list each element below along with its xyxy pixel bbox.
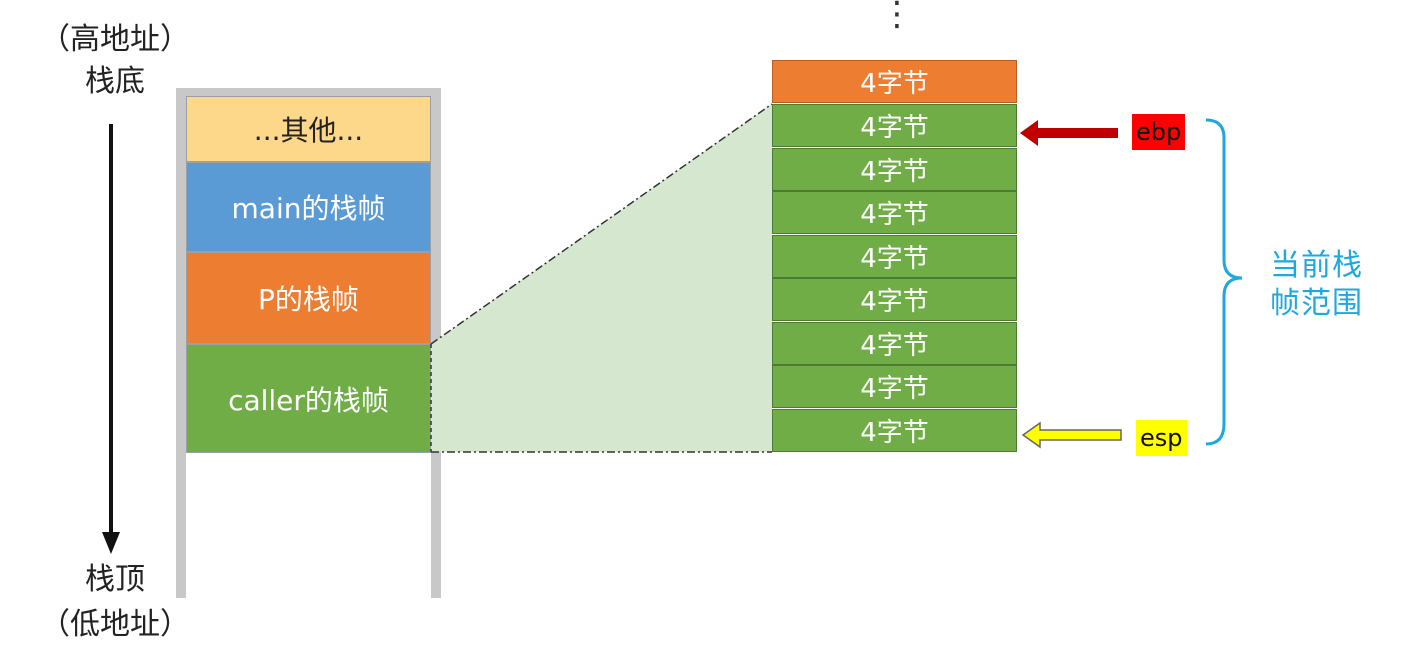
stack-frame-other-label: ...其他... [253,114,364,147]
down-arrow-icon [102,124,120,554]
stack-rail-left [176,88,186,598]
memory-cell: 4字节 [772,322,1017,365]
stack-frame-main: main的栈帧 [186,162,431,252]
memory-cell: 4字节 [772,278,1017,321]
memory-cell-top: 4字节 [772,60,1017,103]
memory-cell: 4字节 [772,235,1017,278]
current-frame-range-label-line2: 帧范围 [1270,286,1363,321]
ebp-register-label: ebp [1132,114,1186,150]
high-address-label: （高地址） [40,22,190,57]
right-curly-brace-icon [1205,118,1243,446]
memory-cell: 4字节 [772,409,1017,452]
stack-frame-caller: caller的栈帧 [186,344,431,453]
stack-top-label: 栈顶 [85,562,145,597]
memory-cell: 4字节 [772,191,1017,234]
stack-frame-main-label: main的栈帧 [231,192,386,225]
ebp-arrow-icon [1020,120,1118,146]
stack-frame-caller-label: caller的栈帧 [228,383,389,417]
stack-bottom-label: 栈底 [85,64,145,99]
memory-cell: 4字节 [772,148,1017,191]
vertical-ellipsis: ⋮ [880,0,914,34]
memory-cell: 4字节 [772,365,1017,408]
memory-cell: 4字节 [772,104,1017,147]
stack-frame-other: ...其他... [186,96,431,162]
esp-register-label: esp [1136,420,1187,456]
low-address-label: （低地址） [40,607,190,642]
current-frame-range-label-line1: 当前栈 [1270,248,1363,283]
stack-frame-p: P的栈帧 [186,252,431,344]
esp-arrow-icon [1021,421,1122,449]
stack-rail-top [176,88,441,96]
stack-frame-p-label: P的栈帧 [258,283,359,316]
